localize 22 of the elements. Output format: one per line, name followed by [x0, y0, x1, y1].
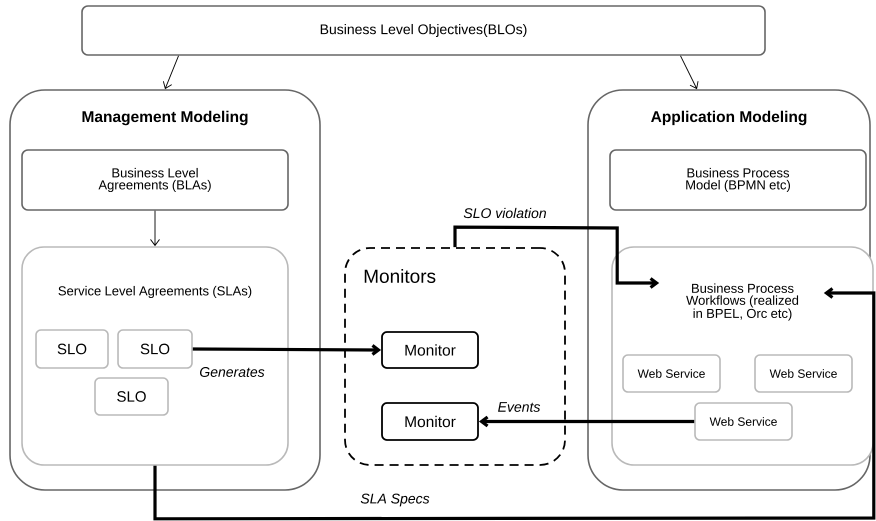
monitor-box: Monitor [381, 331, 479, 369]
service-box: Web Service [694, 402, 793, 441]
edge-label: Events [496, 401, 542, 413]
edge-label: SLO violation [462, 206, 548, 220]
agreement-box: Business Level Agreements (BLAs) [21, 149, 289, 211]
model-box: Business Process Model (BPMN etc) [609, 149, 867, 211]
service-box: Web Service [622, 354, 721, 393]
edge-label: Generates [198, 366, 266, 378]
objective-box: SLO [94, 377, 169, 416]
arrow [150, 210, 160, 246]
edge-label: SLA Specs [359, 492, 431, 508]
arrow [153, 287, 876, 520]
arrow [453, 225, 660, 289]
objective-box: SLO [35, 329, 109, 369]
objective-box: SLO [117, 329, 193, 369]
arrow [192, 344, 382, 356]
monitor-box: Monitor [381, 402, 479, 441]
arrow [478, 416, 694, 428]
objective-box: Business Level Objectives(BLOs) [81, 5, 766, 56]
arrow [680, 55, 698, 90]
arrow [162, 55, 179, 90]
service-box: Web Service [754, 354, 853, 393]
